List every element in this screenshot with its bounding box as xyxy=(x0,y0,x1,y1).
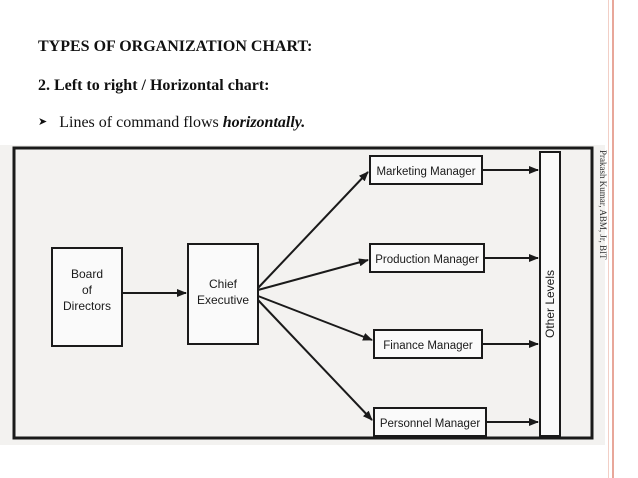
other-levels-label: Other Levels xyxy=(543,270,557,338)
board-line-1: Board xyxy=(71,267,103,281)
bullet-emphasis: horizontally. xyxy=(222,114,306,131)
diagram-frame xyxy=(12,146,594,440)
connector-chief-finance xyxy=(257,295,373,341)
chief-line-2: Executive xyxy=(197,293,249,307)
personnel-manager-box: Personnel Manager xyxy=(373,407,487,437)
slide-border xyxy=(612,0,614,478)
board-line-2: of xyxy=(82,283,93,297)
finance-manager-label: Finance Manager xyxy=(383,340,473,352)
marketing-manager-box: Marketing Manager xyxy=(369,155,483,185)
bullet-text: Lines of command flows xyxy=(59,114,223,131)
personnel-manager-label: Personnel Manager xyxy=(380,418,481,430)
slide-title: TYPES OF ORGANIZATION CHART: xyxy=(38,38,313,55)
horizontal-org-chart: Board of Directors Chief Executive Marke… xyxy=(12,146,594,440)
slide-subtitle: 2. Left to right / Horizontal chart: xyxy=(38,77,270,94)
production-manager-box: Production Manager xyxy=(369,243,485,273)
bullet-item: ➤ Lines of command flows horizontally. xyxy=(38,114,305,132)
finance-manager-box: Finance Manager xyxy=(373,329,483,359)
other-levels-box: Other Levels xyxy=(539,151,561,437)
connector-chief-production xyxy=(257,258,369,291)
connector-chief-marketing xyxy=(257,171,369,289)
board-line-3: Directors xyxy=(63,299,111,313)
production-manager-label: Production Manager xyxy=(375,254,479,266)
side-credit: Prakash Kumar, ABM, Jr, BIT xyxy=(598,150,608,260)
arrowhead-bullet-icon: ➤ xyxy=(38,116,48,128)
slide-border-inner xyxy=(608,0,609,478)
chief-executive-box: Chief Executive xyxy=(187,243,259,345)
board-of-directors-box: Board of Directors xyxy=(51,247,123,347)
marketing-manager-label: Marketing Manager xyxy=(376,166,475,178)
chief-line-1: Chief xyxy=(209,277,238,291)
connector-chief-personnel xyxy=(257,299,373,421)
